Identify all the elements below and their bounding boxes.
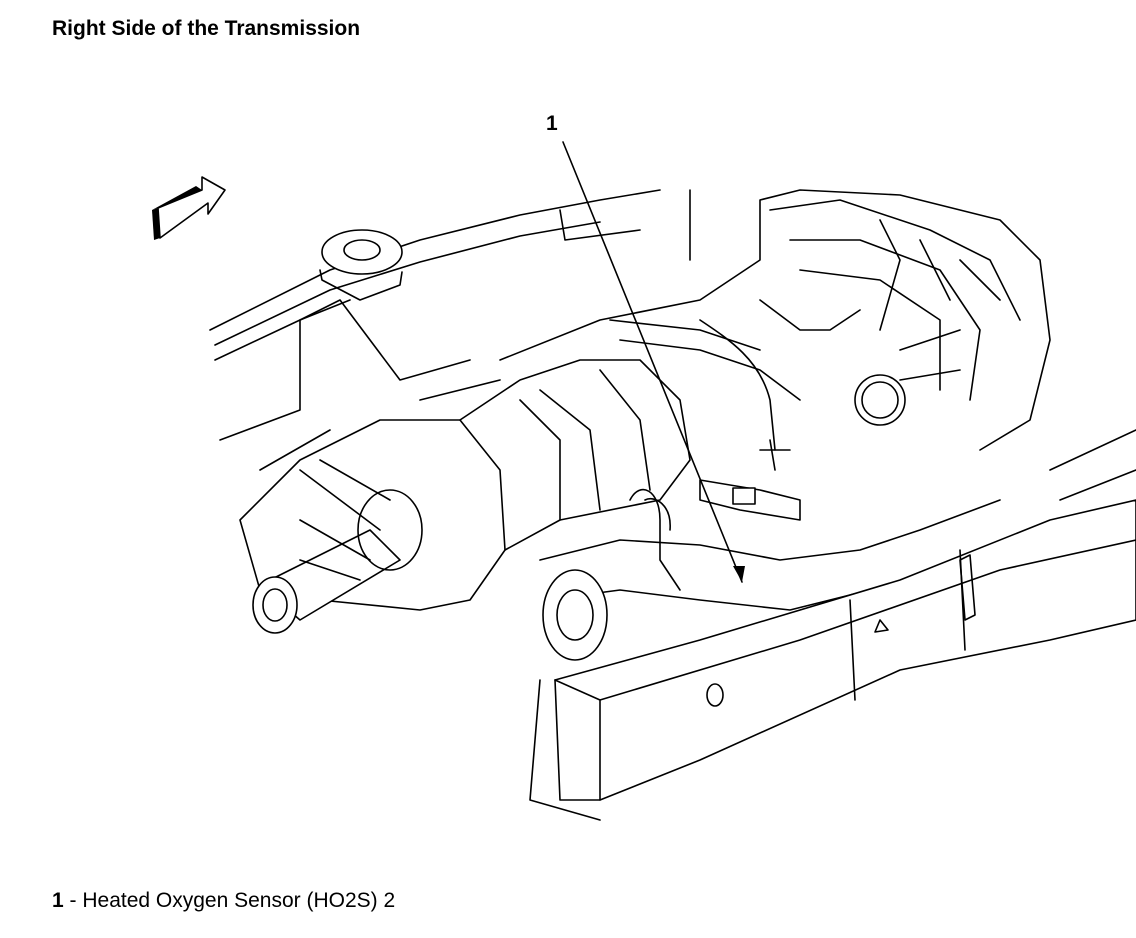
- callout-leader-line: [562, 141, 745, 583]
- front-direction-arrow-icon: [152, 176, 226, 240]
- legend-number: 1: [52, 889, 64, 912]
- legend-label: Heated Oxygen Sensor (HO2S) 2: [82, 889, 396, 912]
- front-crossmember: [529, 429, 1136, 821]
- legend-item: 1 - Heated Oxygen Sensor (HO2S) 2: [52, 889, 395, 913]
- transmission-case: [499, 189, 1051, 451]
- exhaust-pipe: [539, 439, 1001, 661]
- transfer-case: [239, 359, 691, 634]
- page-title: Right Side of the Transmission: [52, 17, 361, 40]
- callout-number-1: 1: [546, 112, 558, 135]
- legend-separator: -: [63, 889, 83, 912]
- frame-crossmember: [209, 189, 691, 441]
